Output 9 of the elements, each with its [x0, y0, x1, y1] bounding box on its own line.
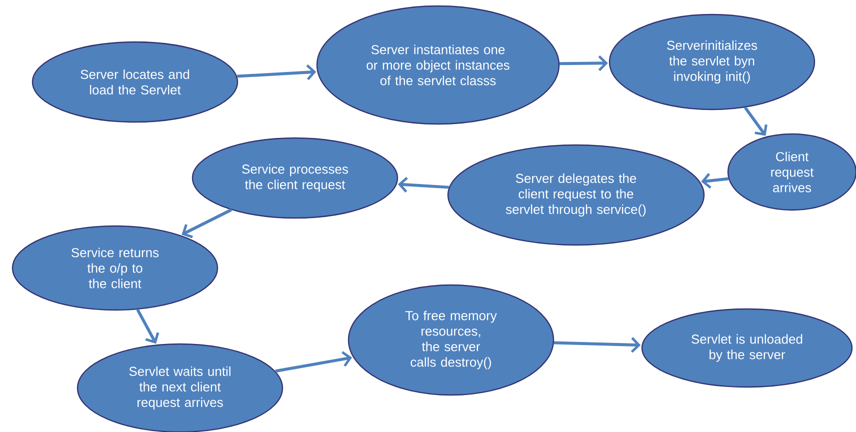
arrow	[136, 308, 160, 344]
arrow	[275, 351, 352, 373]
arrow	[398, 176, 449, 193]
arrow	[560, 55, 608, 72]
arrow	[236, 64, 316, 80]
arrow	[554, 337, 641, 353]
arrow	[701, 173, 729, 189]
arrow	[744, 106, 768, 136]
arrow	[182, 208, 232, 238]
